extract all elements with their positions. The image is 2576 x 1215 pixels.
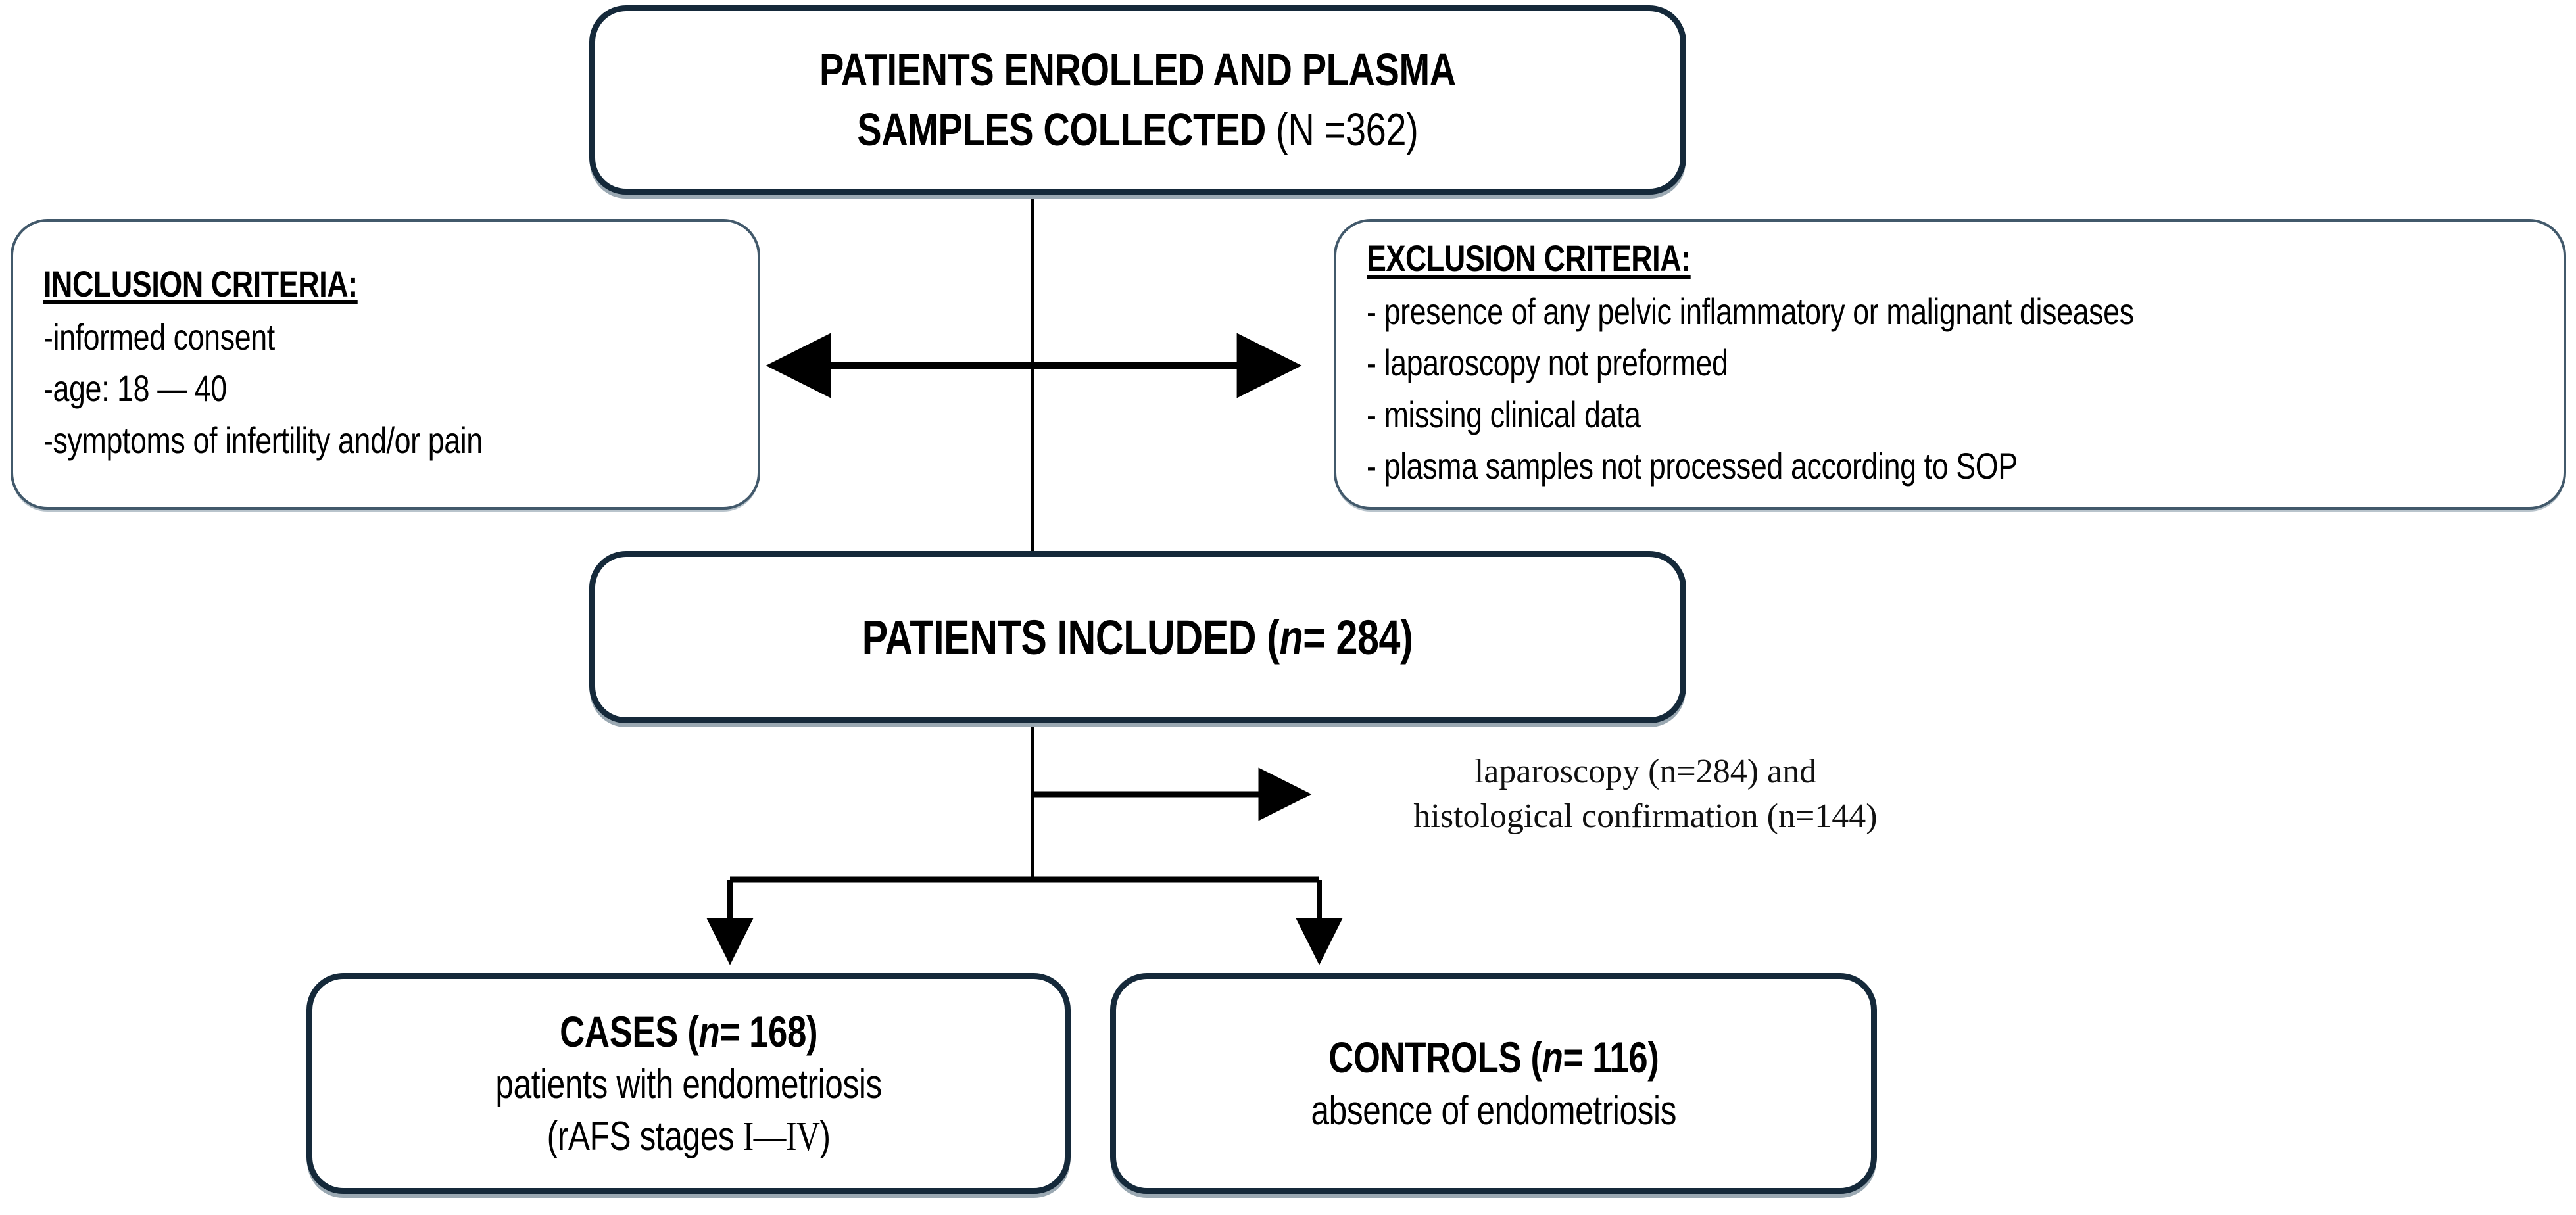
exclusion-item-2: - missing clinical data	[1367, 393, 1641, 435]
exclusion-item-3: - plasma samples not processed according…	[1367, 444, 2018, 487]
exclusion-criteria-box: EXCLUSION CRITERIA: - presence of any pe…	[1334, 219, 2566, 510]
controls-box: CONTROLS (n= 116) absence of endometrios…	[1110, 973, 1877, 1194]
cases-content: CASES (n= 168) patients with endometrios…	[447, 1005, 930, 1162]
enrolled-count: (N =362)	[1276, 104, 1419, 155]
cases-title-prefix: CASES (	[559, 1007, 699, 1057]
controls-title-prefix: CONTROLS (	[1328, 1033, 1542, 1082]
annotation-line1: laparoscopy (n=284) and	[1474, 753, 1817, 790]
patients-included-box: PATIENTS INCLUDED (n= 284)	[589, 551, 1686, 723]
cases-line3-prefix: (rAFS stages	[547, 1113, 743, 1159]
inclusion-content: INCLUSION CRITERIA: -informed consent -a…	[13, 262, 593, 466]
enrolled-line1: PATIENTS ENROLLED AND PLASMA	[819, 44, 1456, 95]
exclusion-item-0: - presence of any pelvic inflammatory or…	[1367, 290, 2134, 332]
enrolled-text: PATIENTS ENROLLED AND PLASMA SAMPLES COL…	[740, 40, 1536, 160]
cases-title-value: = 168)	[719, 1007, 817, 1057]
cases-line3: (rAFS stages I—IV)	[495, 1111, 881, 1162]
controls-content: CONTROLS (n= 116) absence of endometrios…	[1265, 1030, 1722, 1136]
cases-title: CASES (n= 168)	[495, 1005, 881, 1059]
controls-title: CONTROLS (n= 116)	[1311, 1030, 1676, 1085]
included-value: = 284)	[1303, 609, 1414, 665]
exclusion-title: EXCLUSION CRITERIA:	[1367, 237, 1691, 279]
controls-line2: absence of endometriosis	[1311, 1087, 1676, 1133]
controls-title-value: = 116)	[1563, 1033, 1659, 1082]
inclusion-title: INCLUSION CRITERIA:	[43, 262, 358, 304]
enrolled-patients-box: PATIENTS ENROLLED AND PLASMA SAMPLES COL…	[589, 5, 1686, 195]
inclusion-item-0: -informed consent	[43, 316, 275, 358]
included-text: PATIENTS INCLUDED (n= 284)	[862, 609, 1413, 665]
cases-line2: patients with endometriosis	[495, 1062, 882, 1108]
cases-line3-suffix: )	[819, 1113, 831, 1159]
annotation-line2: histological confirmation (n=144)	[1413, 797, 1878, 835]
exclusion-content: EXCLUSION CRITERIA: - presence of any pe…	[1336, 237, 2325, 492]
cases-line3-roman: I—IV	[742, 1114, 820, 1159]
inclusion-item-2: -symptoms of infertility and/or pain	[43, 419, 483, 461]
cases-n-italic: n	[698, 1007, 720, 1057]
included-label: PATIENTS INCLUDED (	[862, 609, 1280, 665]
exclusion-item-1: - laparoscopy not preformed	[1367, 342, 1728, 384]
enrolled-line2-bold: SAMPLES COLLECTED	[857, 104, 1267, 155]
controls-n-italic: n	[1542, 1033, 1563, 1082]
inclusion-criteria-box: INCLUSION CRITERIA: -informed consent -a…	[11, 219, 760, 510]
included-n-italic: n	[1279, 609, 1303, 665]
laparoscopy-annotation: laparoscopy (n=284) and histological con…	[1349, 750, 1941, 838]
cases-box: CASES (n= 168) patients with endometrios…	[306, 973, 1071, 1194]
inclusion-item-1: -age: 18 — 40	[43, 368, 227, 410]
enrolled-line2: SAMPLES COLLECTED (N =362)	[819, 100, 1456, 160]
